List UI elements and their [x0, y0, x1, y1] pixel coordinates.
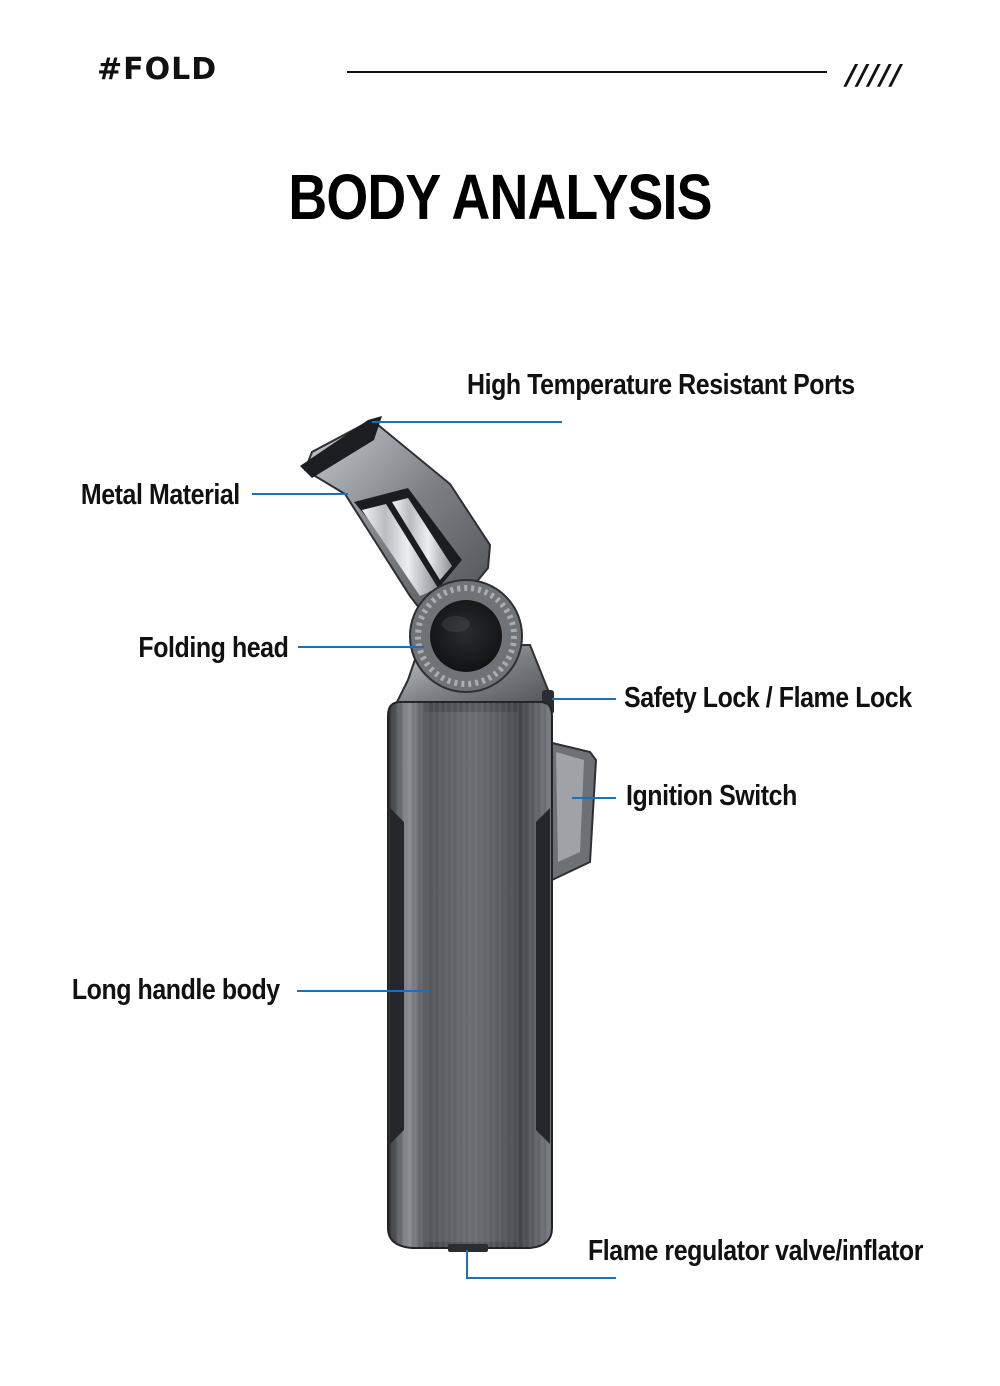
label-metal-material: Metal Material: [81, 479, 240, 511]
section-tag: #FOLD: [97, 52, 218, 87]
leader-line-regulator: [466, 1277, 616, 1279]
label-ignition-switch: Ignition Switch: [626, 780, 797, 812]
leader-line-handle: [297, 990, 429, 992]
label-long-handle-body: Long handle body: [72, 974, 280, 1006]
leader-line-ports: [372, 421, 562, 423]
leader-line-regulator-vertical: [466, 1250, 468, 1278]
leader-line-folding: [298, 646, 424, 648]
header-rule: [347, 71, 827, 73]
slash-decoration: /////: [846, 58, 903, 91]
leader-line-safety: [552, 698, 616, 700]
label-high-temperature-ports: High Temperature Resistant Ports: [467, 369, 855, 401]
label-safety-lock: Safety Lock / Flame Lock: [624, 682, 912, 714]
leader-line-metal: [252, 493, 348, 495]
label-flame-regulator: Flame regulator valve/inflator: [588, 1235, 923, 1267]
leader-line-ignition: [572, 797, 616, 799]
label-folding-head: Folding head: [137, 632, 288, 664]
page-title: BODY ANALYSIS: [288, 161, 712, 233]
